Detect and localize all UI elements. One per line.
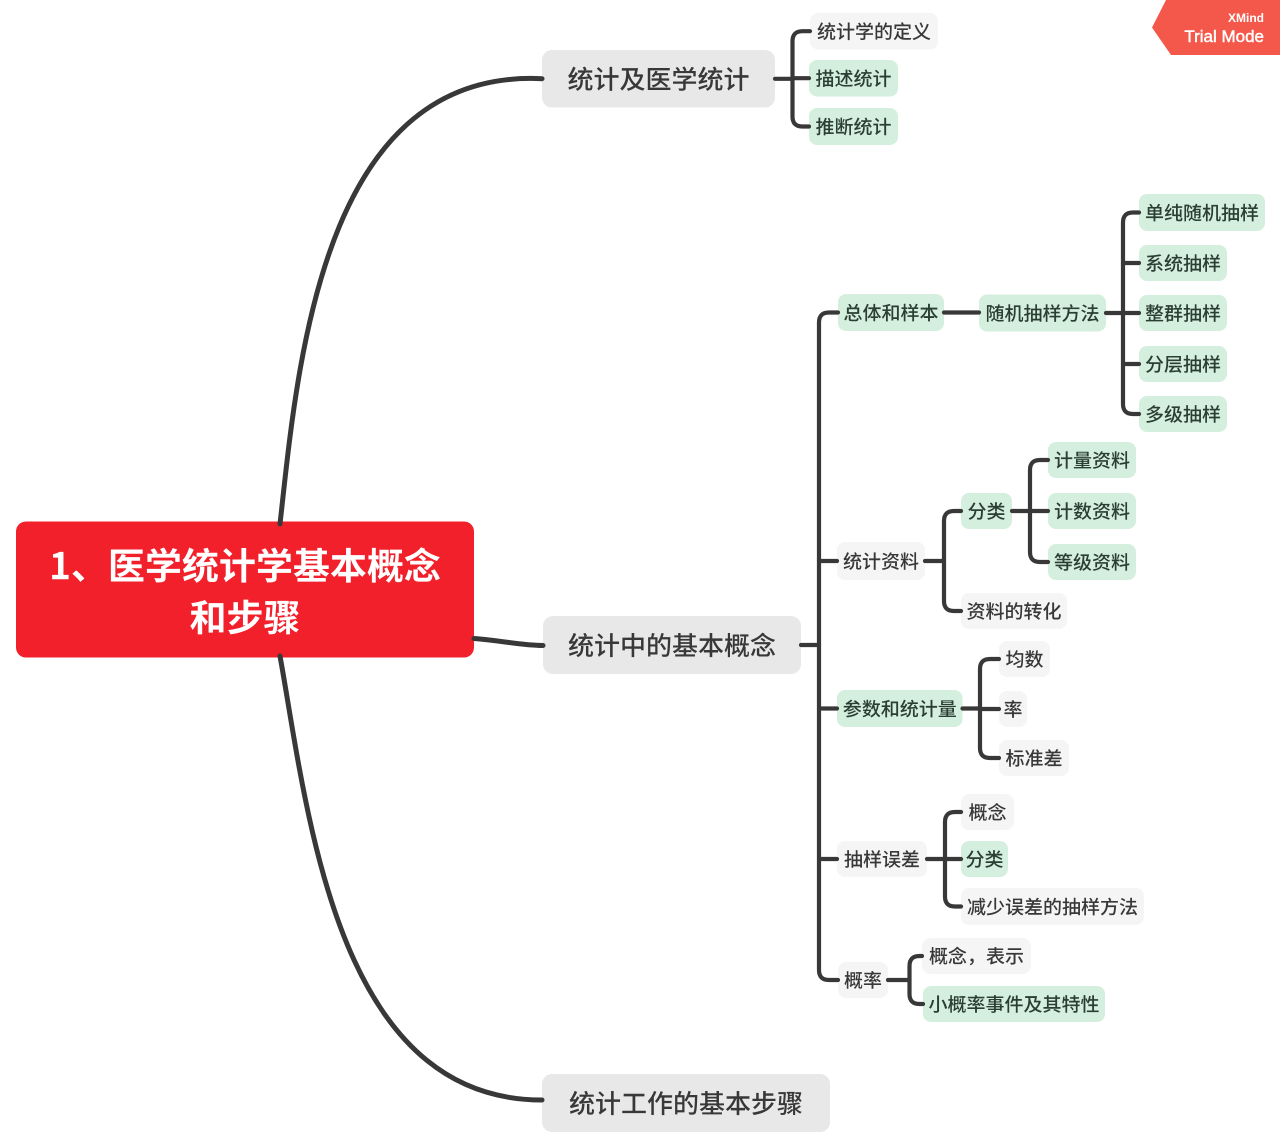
svg-text:Trial Mode: Trial Mode [1184, 27, 1264, 46]
svg-text:XMind: XMind [1228, 11, 1264, 25]
